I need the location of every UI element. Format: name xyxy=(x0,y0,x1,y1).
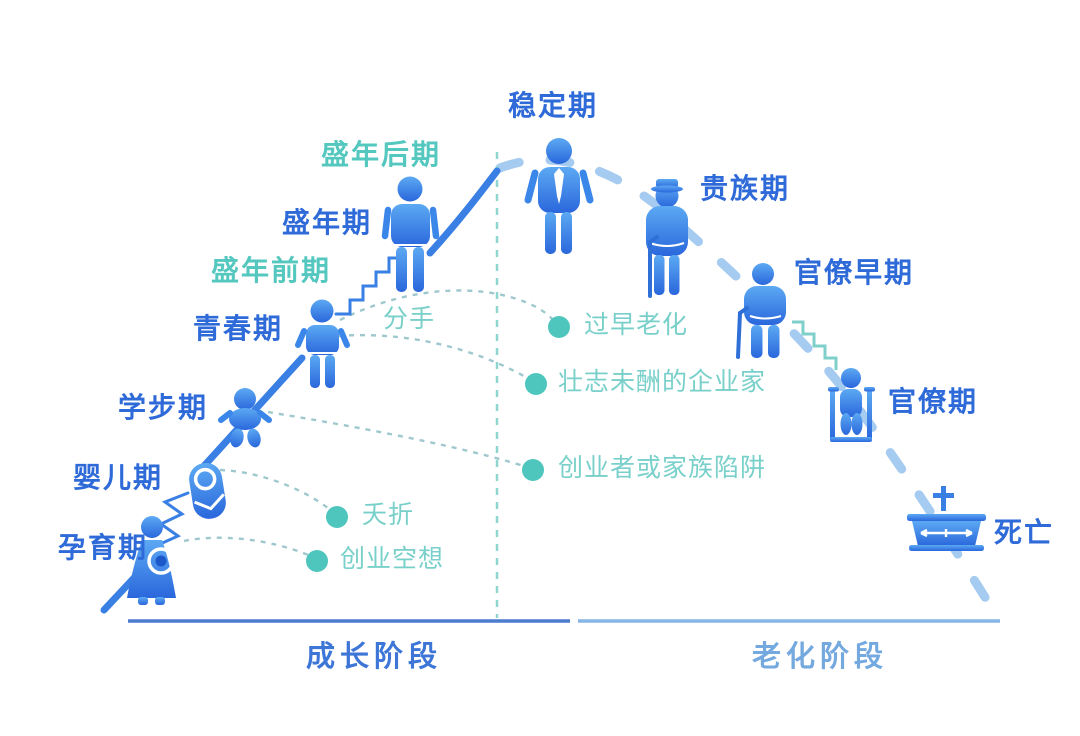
stage-label-early-prime: 盛年前期 xyxy=(211,254,332,287)
pregnant-woman-icon xyxy=(127,516,176,605)
pitfall-dot xyxy=(326,506,348,528)
elderly-cane-icon xyxy=(736,263,786,359)
phase-label-aging: 老化阶段 xyxy=(752,639,889,673)
pitfall-dot xyxy=(522,459,544,481)
pitfall-label-unfulfilled-entrepreneur: 壮志未酬的企业家 xyxy=(558,367,767,396)
stage-label-bureaucracy: 官僚期 xyxy=(888,385,979,418)
curve-startup-fantasy xyxy=(183,536,316,560)
pitfall-dots xyxy=(306,316,570,572)
swaddled-baby-icon xyxy=(189,462,226,519)
pitfall-label-premature-aging: 过早老化 xyxy=(584,310,689,339)
pitfall-label-founder-family-trap: 创业者或家族陷阱 xyxy=(558,453,767,482)
pitfall-dot xyxy=(548,316,570,338)
prime-adult-icon xyxy=(381,176,440,292)
pitfall-dot xyxy=(525,373,547,395)
stage-label-infancy: 婴儿期 xyxy=(73,461,164,494)
adolescent-icon xyxy=(295,299,350,388)
stage-label-late-prime: 盛年后期 xyxy=(321,138,442,171)
pitfall-curves xyxy=(183,289,558,560)
businessman-tie-icon xyxy=(524,138,594,254)
curve-unfulfilled-entrepreneur xyxy=(337,334,535,384)
stage-label-gogo: 学步期 xyxy=(118,391,209,424)
curve-founder-family-trap xyxy=(267,410,531,470)
stage-label-death: 死亡 xyxy=(994,516,1055,549)
zigzag-courtship-infancy xyxy=(156,491,190,547)
pitfall-label-breakup: 分手 xyxy=(383,304,436,333)
stage-label-aristocracy: 贵族期 xyxy=(700,172,791,205)
pitfall-label-infant-mortality: 夭折 xyxy=(362,500,415,529)
wheelchair-icon xyxy=(828,368,875,442)
aristocrat-icon xyxy=(646,179,688,298)
stage-label-adolescence: 青春期 xyxy=(193,312,284,345)
staircase-adolescence-prime xyxy=(334,256,400,316)
stage-label-courtship: 孕育期 xyxy=(58,531,149,564)
cross-icon xyxy=(933,486,954,511)
stage-label-early-bureaucracy: 官僚早期 xyxy=(794,256,915,289)
coffin-icon xyxy=(907,514,986,551)
staircase-bureaucracy xyxy=(792,320,838,370)
pitfall-label-startup-fantasy: 创业空想 xyxy=(340,544,445,573)
phase-label-growth: 成长阶段 xyxy=(306,639,443,673)
curve-breakup-premature-aging xyxy=(339,289,558,326)
pitfall-dot xyxy=(306,550,328,572)
toddler-icon xyxy=(218,388,272,448)
stage-label-prime: 盛年期 xyxy=(282,206,373,239)
curve-infant-mortality xyxy=(219,468,336,515)
stage-label-stability: 稳定期 xyxy=(508,89,599,122)
